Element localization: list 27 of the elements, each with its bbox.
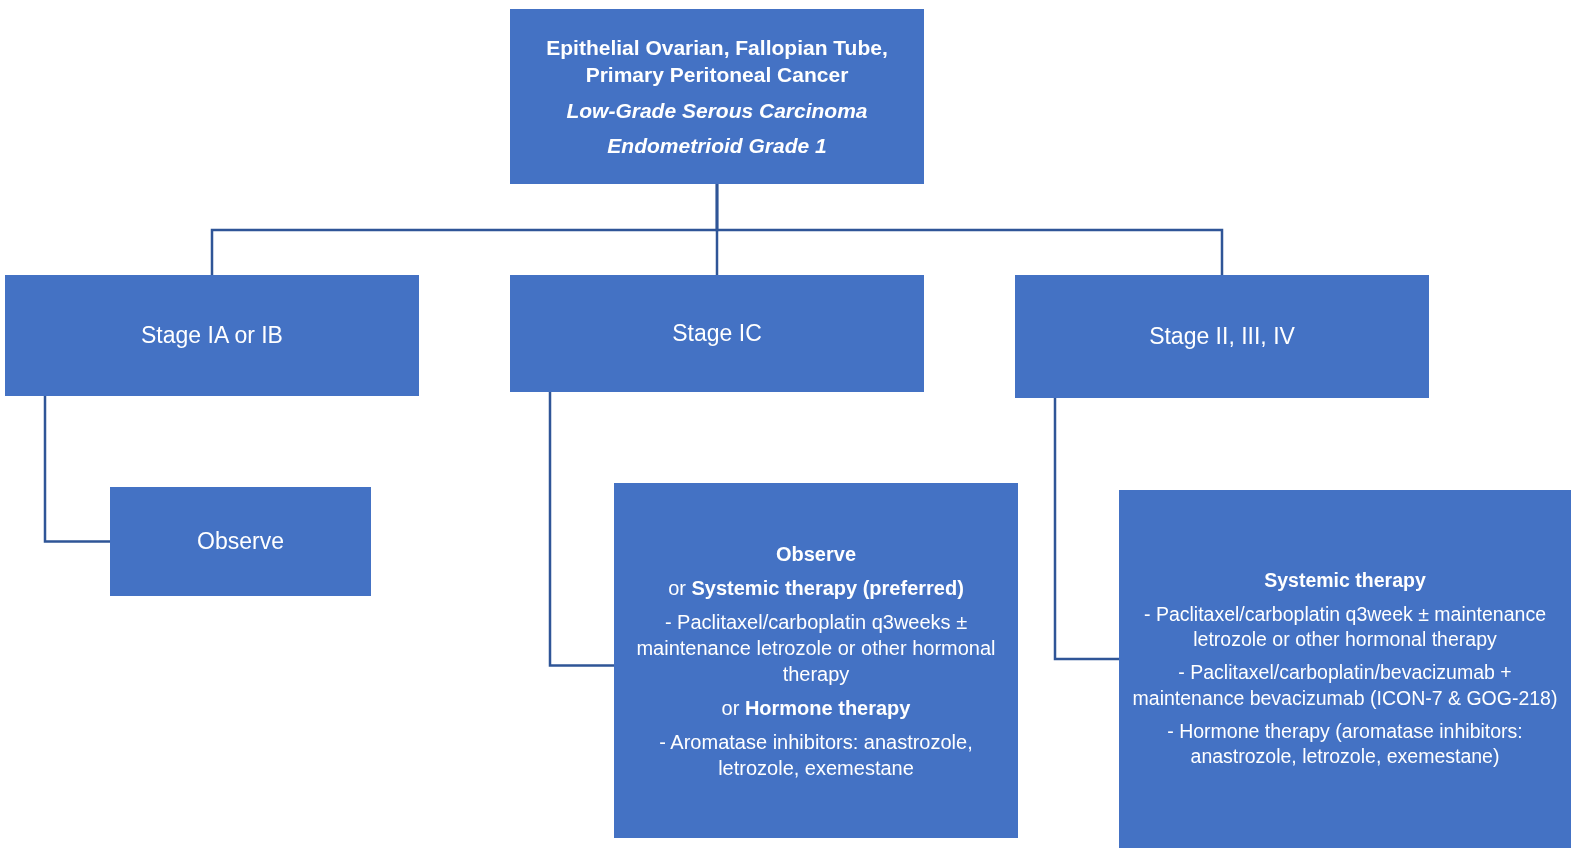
body-text: Stage IA or IB xyxy=(141,320,283,350)
title-text: Epithelial Ovarian, Fallopian Tube, Primary Peritoneal Cancer xyxy=(545,34,889,89)
flowchart-box xyxy=(614,483,1018,838)
body-text: - Hormone therapy (aromatase inhibitors: anastrozole, letrozole, exemestane) xyxy=(1166,719,1524,770)
flowchart-box xyxy=(5,275,419,396)
body-text: - Paclitaxel/carboplatin/bevacizumab + maintenance bevacizumab (ICON-7 & GOG-218) xyxy=(1131,660,1559,711)
body-text: or Hormone therapy xyxy=(721,695,911,721)
body-text: Observe xyxy=(197,526,284,556)
subtitle-text: Low-Grade Serous Carcinoma xyxy=(566,97,868,124)
flowchart-box xyxy=(1119,490,1571,848)
body-text: Stage IC xyxy=(672,318,762,348)
body-text: - Paclitaxel/carboplatin q3weeks ± maintenance letrozole or other hormonal therapy xyxy=(635,609,997,687)
connector-line xyxy=(1053,398,1119,661)
flowchart-box xyxy=(510,9,924,184)
heading-text: Systemic therapy xyxy=(1264,568,1426,594)
flowchart-box xyxy=(110,487,371,596)
connector-line xyxy=(43,396,110,543)
flowchart-box xyxy=(510,275,924,392)
subtitle-text: Endometrioid Grade 1 xyxy=(607,132,827,159)
connector-line xyxy=(548,392,614,667)
body-text: Stage II, III, IV xyxy=(1149,321,1295,351)
body-text: or Systemic therapy (preferred) xyxy=(668,575,964,601)
heading-text: Observe xyxy=(775,541,857,567)
connector-line xyxy=(715,184,1224,275)
flowchart-box xyxy=(1015,275,1429,398)
body-text: - Aromatase inhibitors: anastrozole, letrozole, exemestane xyxy=(658,729,974,781)
body-text: - Paclitaxel/carboplatin q3week ± maintenance letrozole or other hormonal therapy xyxy=(1143,601,1547,652)
